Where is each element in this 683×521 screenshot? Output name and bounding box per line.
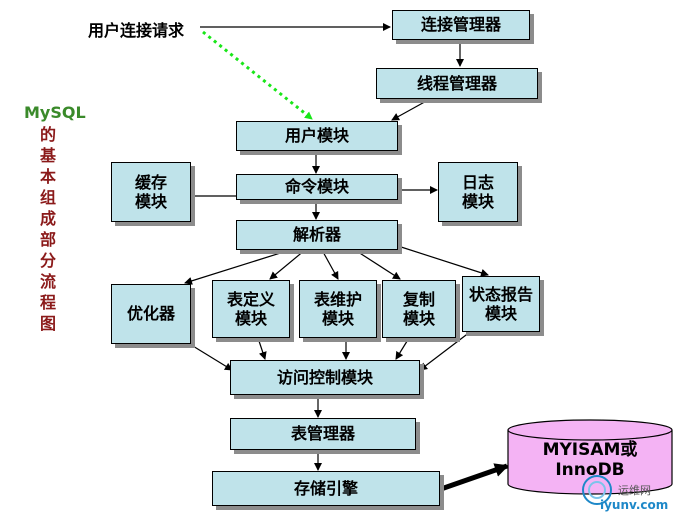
command-module-box: 命令模块 (236, 174, 398, 200)
storage-engine-box: 存储引擎 (212, 471, 440, 506)
arrow-parser-to-table-maintenance (321, 249, 339, 280)
user-module-box: 用户模块 (236, 121, 398, 151)
dashed-arrow-request-to-user-module (202, 30, 313, 121)
arrow-storage-engine-to-db (440, 463, 509, 492)
arrow-status-report-to-access-control (419, 331, 471, 371)
database-cylinder (507, 419, 673, 495)
arrow-parser-to-status-report (397, 245, 489, 277)
access-control-module-box: 访问控制模块 (230, 360, 420, 395)
arrow-parser-to-optimizer (184, 249, 291, 285)
thread-manager-box: 线程管理器 (376, 68, 538, 99)
parser-box: 解析器 (236, 220, 398, 250)
arrow-parser-to-table-definition (269, 249, 306, 280)
arrow-optimizer-to-access-control (187, 342, 233, 371)
optimizer-box: 优化器 (111, 284, 191, 344)
connection-manager-box: 连接管理器 (392, 10, 530, 40)
diagram-title-mysql: MySQL (24, 103, 86, 122)
user-connection-request-label: 用户连接请求 (88, 21, 185, 40)
arrow-table-definition-to-access-control (257, 337, 267, 360)
watermark-url: iyunv.com (600, 498, 669, 512)
arrow-thread-to-user-module (391, 98, 431, 121)
log-module-box: 日志 模块 (438, 162, 518, 222)
database-label: MYISAM或 InnoDB (542, 440, 638, 480)
watermark-logo (582, 475, 612, 505)
watermark-text: 运维网 (618, 484, 651, 497)
table-definition-box: 表定义 模块 (212, 280, 290, 338)
replication-box: 复制 模块 (382, 280, 456, 338)
diagram-title-subtitle: 的基本组成部分流程图 (40, 125, 57, 333)
cache-module-box: 缓存 模块 (111, 162, 191, 222)
status-report-box: 状态报告 模块 (462, 276, 540, 332)
table-maintenance-box: 表维护 模块 (299, 280, 377, 338)
table-manager-box: 表管理器 (230, 418, 416, 450)
arrow-parser-to-replication (354, 249, 401, 280)
arrow-replication-to-access-control (395, 337, 410, 360)
